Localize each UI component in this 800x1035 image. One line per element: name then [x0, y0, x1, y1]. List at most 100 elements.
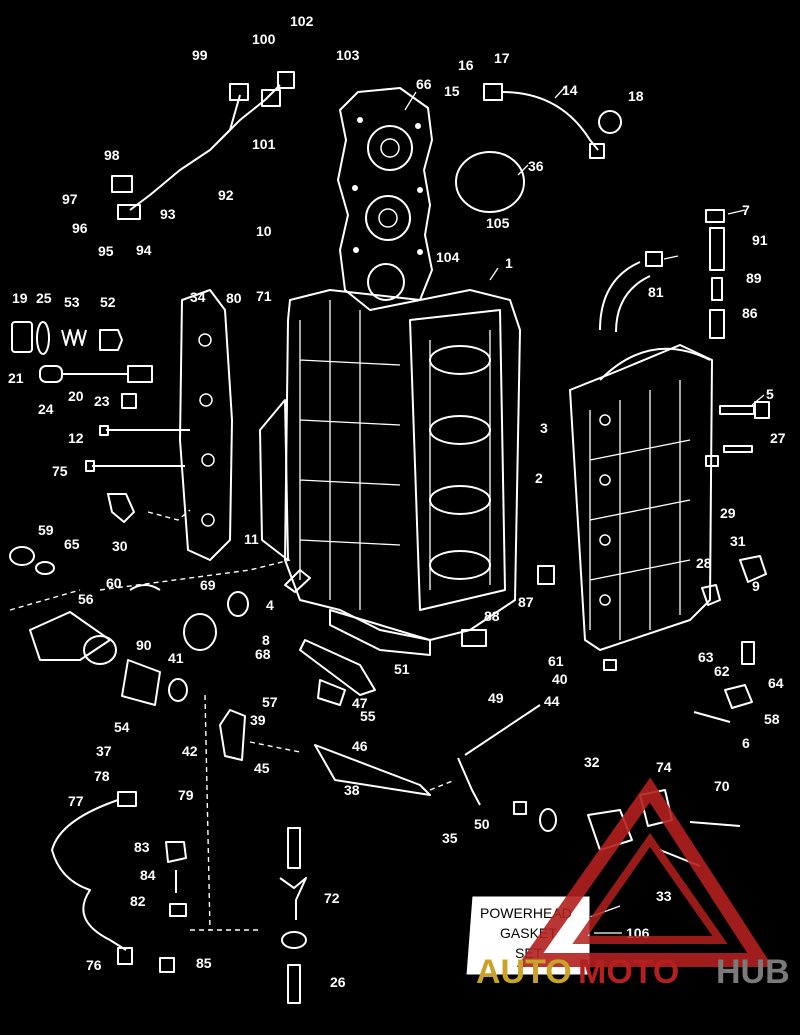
part-label-18: 18	[628, 88, 644, 104]
part-label-54: 54	[114, 719, 130, 735]
part-label-75: 75	[52, 463, 68, 479]
part-label-49: 49	[488, 690, 504, 706]
lower-harness	[51, 791, 187, 973]
part-label-66: 66	[416, 76, 432, 92]
part-label-97: 97	[62, 191, 78, 207]
part-label-51: 51	[394, 661, 410, 677]
part-label-71: 71	[256, 288, 272, 304]
part-label-19: 19	[12, 290, 28, 306]
part-label-64: 64	[768, 675, 784, 691]
part-label-6: 6	[742, 735, 750, 751]
part-label-21: 21	[8, 370, 24, 386]
crankcase-block	[259, 289, 521, 656]
part-label-47: 47	[352, 695, 368, 711]
part-label-23: 23	[94, 393, 110, 409]
part-label-45: 45	[254, 760, 270, 776]
part-label-99: 99	[192, 47, 208, 63]
part-label-79: 79	[178, 787, 194, 803]
part-label-27: 27	[770, 430, 786, 446]
part-label-80: 80	[226, 290, 242, 306]
part-label-56: 56	[78, 591, 94, 607]
part-label-70: 70	[714, 778, 730, 794]
part-label-55: 55	[360, 708, 376, 724]
part-label-10: 10	[256, 223, 272, 239]
part-label-14: 14	[562, 82, 578, 98]
part-label-72: 72	[324, 890, 340, 906]
part-label-96: 96	[72, 220, 88, 236]
automotohub-watermark: AUTO MOTO HUB	[476, 777, 790, 991]
part-label-59: 59	[38, 522, 54, 538]
part-label-91: 91	[752, 232, 768, 248]
watermark-moto: MOTO	[578, 953, 679, 991]
kit-line-1: POWERHEAD	[480, 905, 572, 921]
watermark-hub: HUB	[716, 953, 790, 991]
part-label-98: 98	[104, 147, 120, 163]
part-label-50: 50	[474, 816, 490, 832]
part-label-85: 85	[196, 955, 212, 971]
part-label-46: 46	[352, 738, 368, 754]
part-label-26: 26	[330, 974, 346, 990]
part-label-78: 78	[94, 768, 110, 784]
part-label-58: 58	[764, 711, 780, 727]
bypass-hose	[599, 209, 725, 339]
part-label-16: 16	[458, 57, 474, 73]
crankcase-cover	[569, 344, 713, 651]
cylinder-head-gasket	[337, 87, 433, 311]
part-label-8: 8	[262, 632, 270, 648]
part-label-76: 76	[86, 957, 102, 973]
part-label-29: 29	[720, 505, 736, 521]
part-label-44: 44	[544, 693, 560, 709]
part-label-92: 92	[218, 187, 234, 203]
part-label-68: 68	[255, 646, 271, 662]
engine-mounts	[513, 789, 741, 867]
part-label-65: 65	[64, 536, 80, 552]
lower-left-parts	[9, 546, 311, 706]
o-ring	[455, 151, 525, 213]
part-label-42: 42	[182, 743, 198, 759]
part-label-69: 69	[200, 577, 216, 593]
bottom-hoses	[190, 694, 307, 1004]
part-label-60: 60	[106, 575, 122, 591]
part-label-34: 34	[190, 289, 206, 305]
part-label-15: 15	[444, 83, 460, 99]
part-label-82: 82	[130, 893, 146, 909]
part-label-84: 84	[140, 867, 156, 883]
part-label-7: 7	[742, 202, 750, 218]
part-label-5: 5	[766, 386, 774, 402]
part-label-86: 86	[742, 305, 758, 321]
part-label-83: 83	[134, 839, 150, 855]
part-label-25: 25	[36, 290, 52, 306]
part-label-24: 24	[38, 401, 54, 417]
part-label-77: 77	[68, 793, 84, 809]
part-label-32: 32	[584, 754, 600, 770]
part-label-103: 103	[336, 47, 360, 63]
part-label-4: 4	[266, 597, 274, 613]
part-label-20: 20	[68, 388, 84, 404]
throttle-linkage	[219, 639, 541, 806]
part-label-40: 40	[552, 671, 568, 687]
right-small-parts	[461, 401, 770, 723]
part-label-39: 39	[250, 712, 266, 728]
part-label-90: 90	[136, 637, 152, 653]
part-label-57: 57	[262, 694, 278, 710]
part-label-36: 36	[528, 158, 544, 174]
part-label-35: 35	[442, 830, 458, 846]
wiring-harness	[111, 71, 295, 220]
part-label-37: 37	[96, 743, 112, 759]
left-small-parts	[11, 321, 191, 523]
part-label-31: 31	[730, 533, 746, 549]
part-label-61: 61	[548, 653, 564, 669]
fuel-line	[483, 83, 622, 159]
part-label-81: 81	[648, 284, 664, 300]
part-label-11: 11	[244, 531, 259, 547]
exhaust-cover	[179, 289, 233, 561]
part-label-17: 17	[494, 50, 510, 66]
part-label-3: 3	[540, 420, 548, 436]
part-label-105: 105	[486, 215, 510, 231]
part-label-95: 95	[98, 243, 114, 259]
part-label-63: 63	[698, 649, 714, 665]
part-label-94: 94	[136, 242, 152, 258]
part-label-33: 33	[656, 888, 672, 904]
part-label-93: 93	[160, 206, 176, 222]
